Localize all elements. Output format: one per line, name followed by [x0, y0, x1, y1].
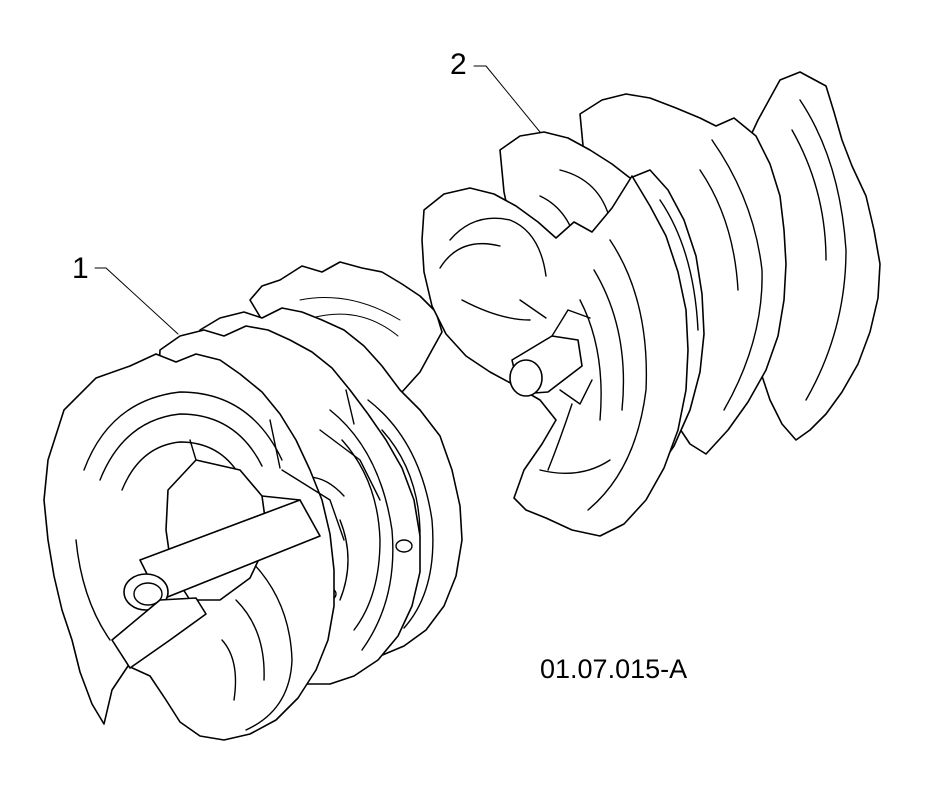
callout-1-leader [94, 267, 179, 335]
callout-2-number: 2 [450, 48, 467, 81]
assembly-2-shaft [509, 299, 593, 471]
callout-1-number: 1 [72, 252, 89, 285]
assembly-1-shaft [111, 389, 413, 669]
callout-1: 1 [72, 252, 179, 335]
blade-assembly-2 [421, 71, 881, 537]
callout-2: 2 [450, 48, 541, 133]
blade-assembly-1 [43, 261, 463, 741]
drawing-code: 01.07.015-A [540, 654, 687, 684]
callout-2-leader [473, 65, 541, 133]
